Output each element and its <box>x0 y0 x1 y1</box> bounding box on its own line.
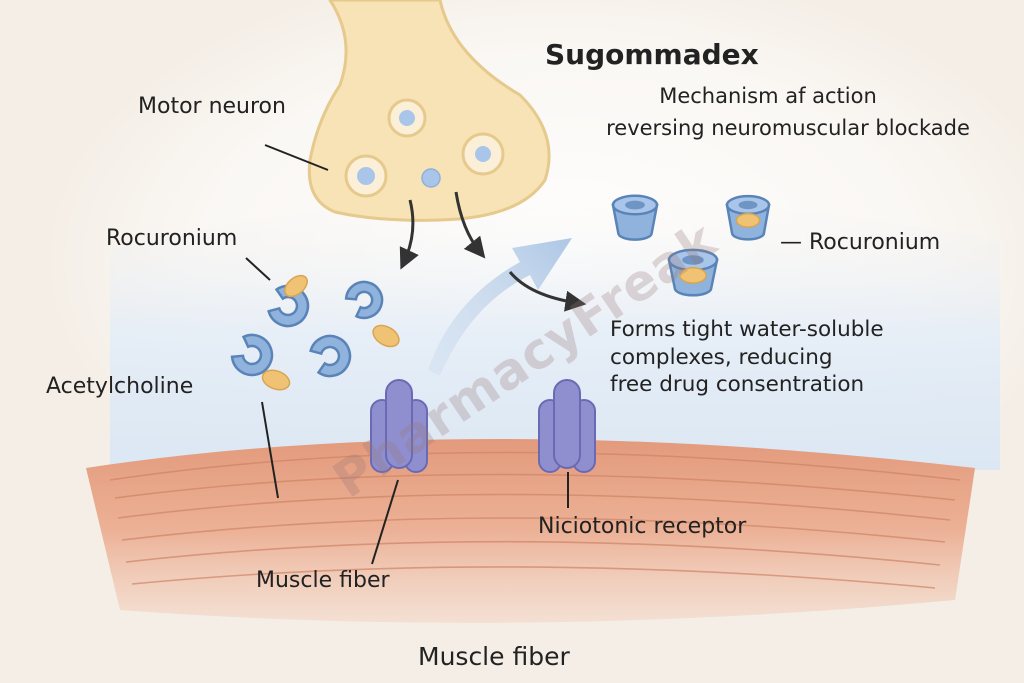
complex-ring-with-drug-1 <box>725 194 771 241</box>
cyclodextrin-ring-1 <box>267 284 310 328</box>
encapsulation-arrow <box>428 238 572 376</box>
label-muscle-fiber-bottom: Muscle fiber <box>418 642 570 671</box>
muscle-fiber-band <box>86 439 975 623</box>
complex-note: Forms tight water-soluble complexes, red… <box>610 316 884 399</box>
rocuronium-molecule-2 <box>372 324 400 348</box>
complex-cluster-right <box>611 194 771 297</box>
label-rocuronium-right: — Rocuronium <box>780 230 941 255</box>
complex-arrow <box>508 271 587 312</box>
muscle-striations <box>109 451 961 589</box>
label-acetylcholine: Acetylcholine <box>46 374 194 399</box>
cyclodextrin-ring-3 <box>230 333 274 377</box>
label-muscle-fiber-inner: Muscle fiber <box>256 568 390 593</box>
leader-rocuronium-left <box>245 257 271 281</box>
label-rocuronium-left: Rocuronium <box>106 226 238 251</box>
release-arrow-left <box>399 199 419 270</box>
nicotinic-receptor-2 <box>538 379 596 473</box>
cyclodextrin-cluster-left <box>230 274 400 391</box>
label-motor-neuron: Motor neuron <box>138 94 286 119</box>
leader-acetylcholine <box>261 401 279 499</box>
complex-note-line-1: Forms tight water-soluble <box>610 317 884 342</box>
synaptic-cleft <box>110 197 1000 471</box>
title: Sugommadex <box>545 38 759 71</box>
complex-ring-with-drug-2 <box>667 248 719 297</box>
nicotinic-receptor-1 <box>370 379 428 473</box>
complex-empty-ring <box>611 194 659 241</box>
cyclodextrin-ring-2 <box>344 280 384 320</box>
subtitle-line-2: reversing neuromuscular blockade <box>606 116 970 140</box>
cyclodextrin-ring-4 <box>309 334 352 378</box>
receptor-group <box>370 379 596 473</box>
subtitle-line-1: Mechanism af action <box>659 84 877 108</box>
complex-note-line-2: complexes, reducing <box>610 344 833 370</box>
rocuronium-molecule-1 <box>284 274 308 298</box>
release-arrow-right <box>454 191 486 259</box>
synaptic-vesicles <box>344 98 505 198</box>
leader-lines <box>245 144 569 565</box>
leader-muscle-fiber <box>371 479 399 565</box>
label-nicotinic-receptor: Niciotonic receptor <box>538 514 747 539</box>
rocuronium-molecule-3 <box>261 369 291 391</box>
leader-motor-neuron <box>264 144 329 171</box>
complex-note-line-3: free drug consentration <box>610 372 865 398</box>
